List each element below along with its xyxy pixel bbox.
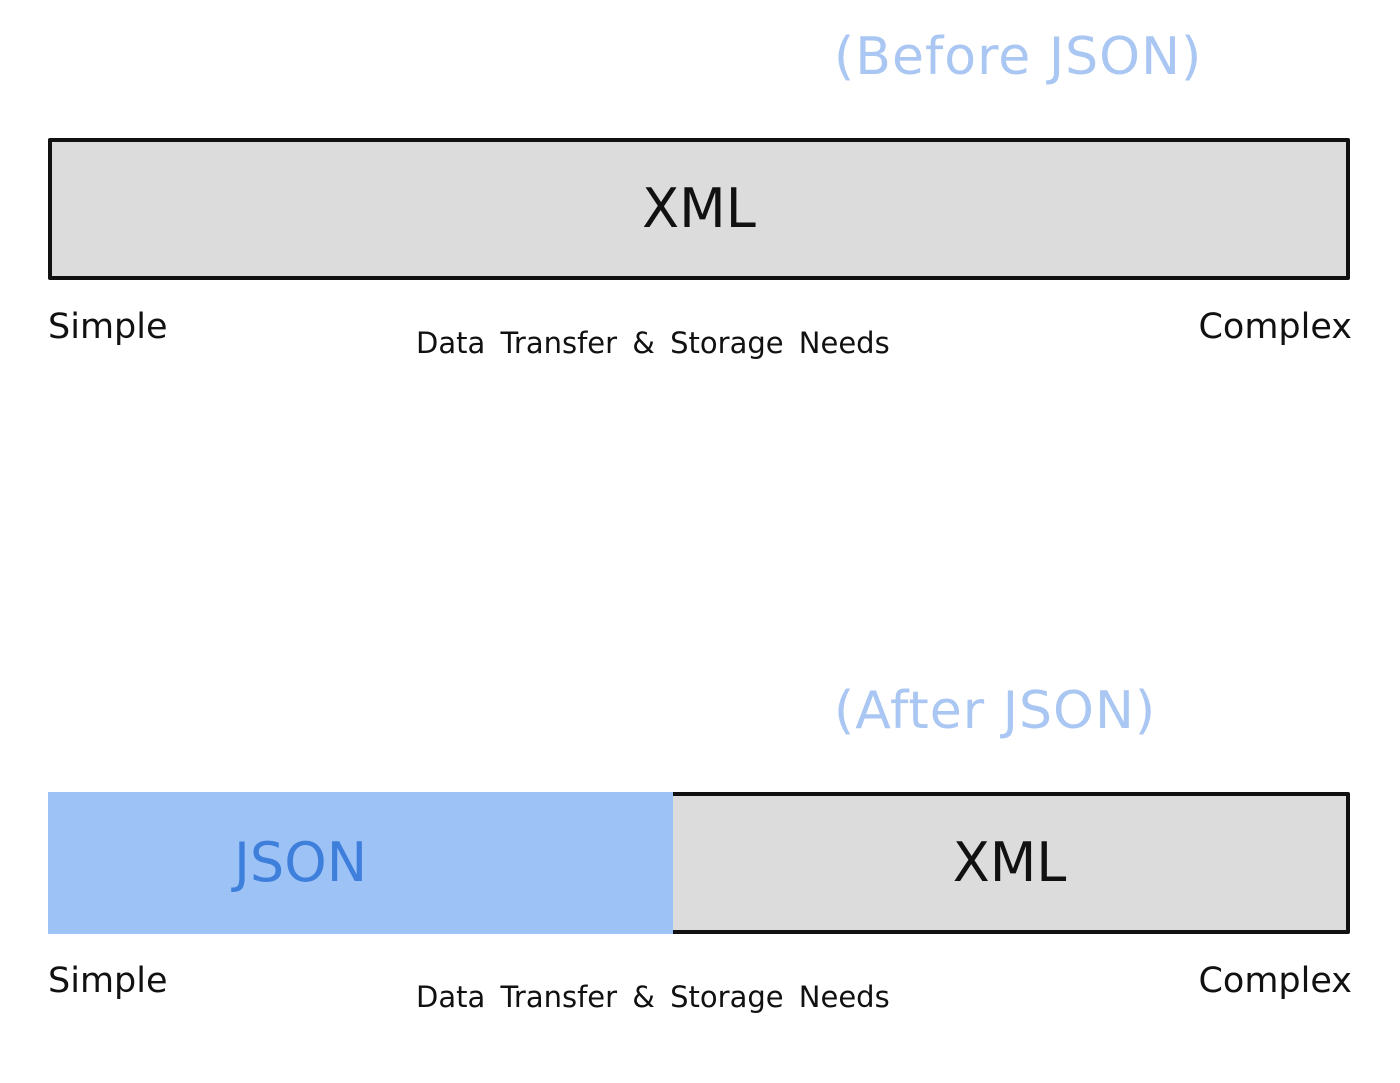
after-complex-label: Complex <box>1198 961 1352 1001</box>
before-json-diagram: (Before JSON) XML Simple Data Transfer &… <box>0 0 1400 400</box>
after-json-label: JSON <box>234 831 368 894</box>
before-xml-segment: XML <box>52 142 1346 276</box>
after-bar: JSON XML <box>48 792 1350 934</box>
after-json-segment: JSON <box>48 792 677 934</box>
after-xml-segment: XML <box>673 796 1346 930</box>
before-complex-label: Complex <box>1198 307 1352 347</box>
before-axis-label: Data Transfer & Storage Needs <box>416 326 890 360</box>
after-simple-label: Simple <box>48 961 168 1001</box>
after-caption: (After JSON) <box>834 681 1157 741</box>
after-axis-label: Data Transfer & Storage Needs <box>416 980 890 1014</box>
before-caption: (Before JSON) <box>834 27 1203 87</box>
before-simple-label: Simple <box>48 307 168 347</box>
after-json-diagram: (After JSON) JSON XML Simple Data Transf… <box>0 654 1400 1054</box>
before-bar: XML <box>48 138 1350 280</box>
after-xml-label: XML <box>952 831 1067 894</box>
before-xml-label: XML <box>642 177 756 240</box>
